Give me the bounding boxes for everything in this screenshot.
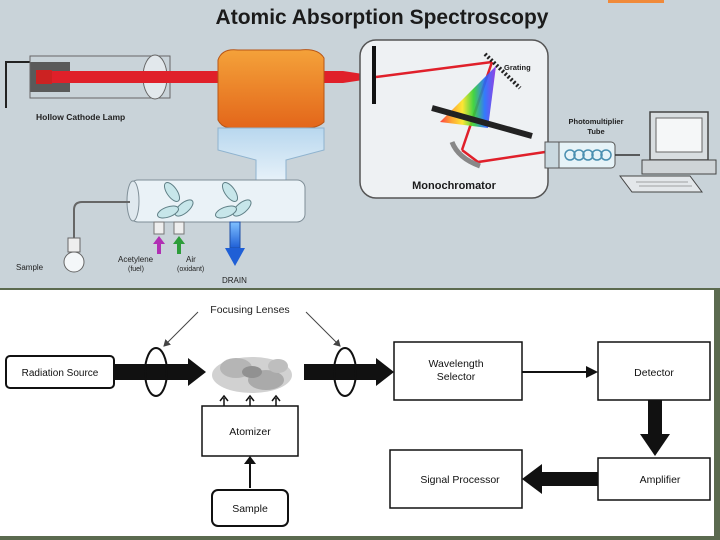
impeller-fan-2 xyxy=(215,182,252,219)
beam-focus xyxy=(343,71,363,83)
air-inlet xyxy=(173,221,185,235)
flame xyxy=(217,49,325,129)
arrowhead-to-detector xyxy=(586,366,598,378)
radiation-source-label: Radiation Source xyxy=(22,368,99,379)
detector-box xyxy=(597,341,711,401)
monochromator-label: Monochromator xyxy=(412,180,496,192)
wavelength-selector-label-1: Wavelength xyxy=(428,358,483,370)
internal-beam-1 xyxy=(375,60,493,79)
lamp-label: Hollow Cathode Lamp xyxy=(36,112,125,122)
arrowhead-to-signal-processor xyxy=(522,464,542,494)
grating xyxy=(483,52,522,90)
acetylene-label: Acetylene xyxy=(118,255,154,264)
lens-pointer-left xyxy=(163,311,199,347)
atomizer-output-arrows xyxy=(219,394,281,406)
arrow-to-amplifier xyxy=(648,400,662,436)
arrowhead-to-amplifier xyxy=(640,434,670,456)
grating-label: Grating xyxy=(504,63,531,72)
wavelength-selector-label-2: Selector xyxy=(437,371,476,383)
page-title: Atomic Absorption Spectroscopy xyxy=(216,6,549,29)
sample-capillary xyxy=(73,201,130,246)
atom-cloud xyxy=(212,357,292,393)
beam-arrow-2 xyxy=(304,364,378,380)
sample-flask xyxy=(63,251,85,273)
arrowhead-sample-to-atomizer xyxy=(244,456,256,464)
fuel-label: (fuel) xyxy=(128,266,144,273)
air-label: Air xyxy=(186,255,196,264)
signal-processor-box xyxy=(389,449,523,509)
signal-processor-label: Signal Processor xyxy=(420,474,500,486)
lens-pointer-right xyxy=(305,311,341,347)
sample-label-bottom: Sample xyxy=(232,503,268,515)
drain-label: DRAIN xyxy=(222,276,247,285)
pmt-label-1: Photomultiplier xyxy=(569,117,624,126)
internal-beam-3 xyxy=(461,149,546,164)
light-beam-in xyxy=(52,71,227,83)
pmt-label-2: Tube xyxy=(587,127,604,136)
pmt-window xyxy=(544,141,560,169)
sample-box xyxy=(211,489,289,527)
pmt-dynodes xyxy=(564,149,612,161)
oxidant-label: (oxidant) xyxy=(177,266,204,273)
sample-label-top: Sample xyxy=(16,263,44,272)
acetylene-arrow xyxy=(153,236,165,254)
impeller-fan-1 xyxy=(157,182,194,219)
beam-arrowhead-1 xyxy=(188,358,206,386)
beam-arrowhead-2 xyxy=(376,358,394,386)
atomizer-label: Atomizer xyxy=(229,426,271,438)
focusing-lens-2 xyxy=(333,347,357,397)
focusing-lens-1 xyxy=(144,347,168,397)
bottom-panel xyxy=(0,290,714,536)
computer-icon xyxy=(619,111,717,193)
focusing-mirror xyxy=(449,141,481,169)
lamp-cathode xyxy=(36,70,52,84)
focusing-lenses-label: Focusing Lenses xyxy=(210,304,289,316)
drain-arrow xyxy=(225,248,245,266)
acetylene-inlet xyxy=(153,221,165,235)
beam-arrow-1 xyxy=(114,364,190,380)
detector-label: Detector xyxy=(634,367,674,379)
amplifier-label: Amplifier xyxy=(640,474,681,486)
arrow-to-signal-processor xyxy=(540,472,598,486)
entrance-slit xyxy=(372,46,376,104)
exit-slit xyxy=(431,105,533,139)
air-arrow xyxy=(173,236,185,254)
flask-neck xyxy=(67,237,81,253)
accent-strip xyxy=(608,0,664,3)
lamp-cable xyxy=(5,61,30,108)
drain-pipe xyxy=(229,221,241,249)
